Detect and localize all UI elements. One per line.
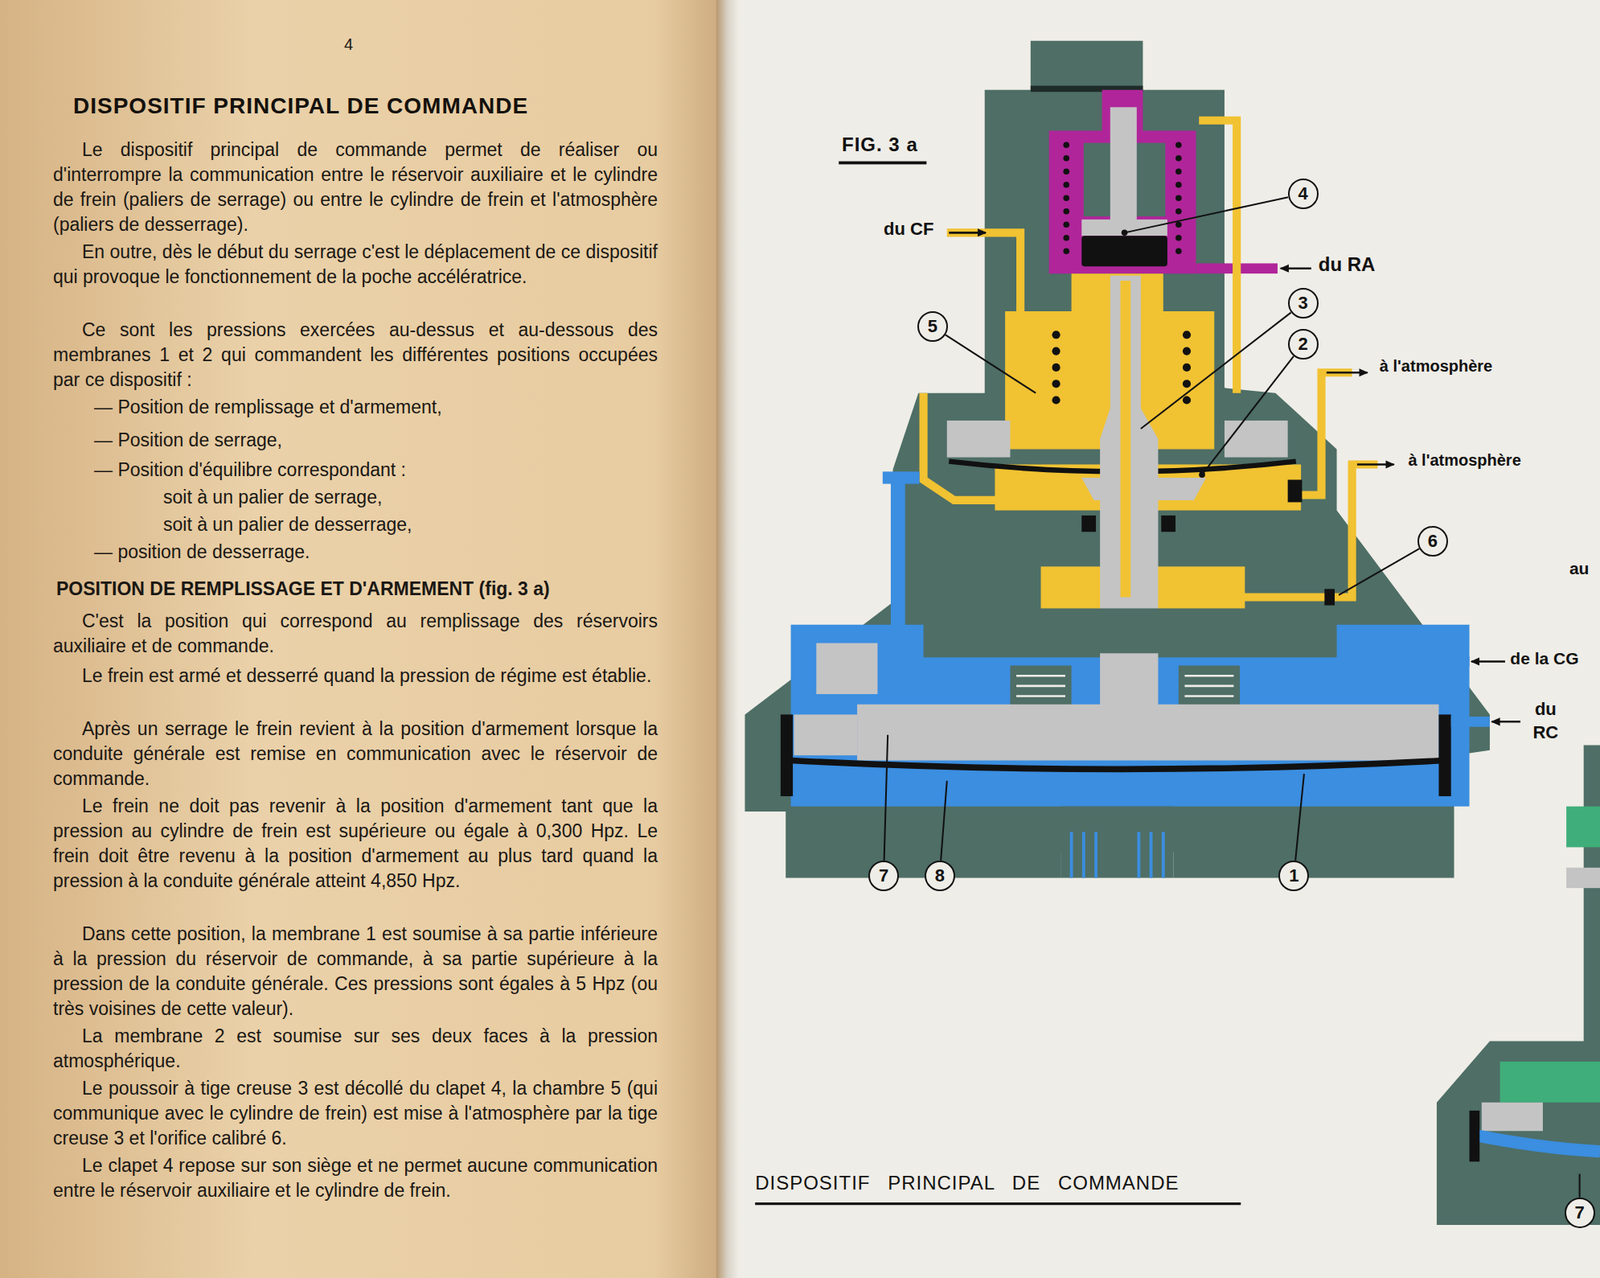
callout-number: 1 — [1278, 860, 1309, 891]
callout-number: 7 — [1564, 1197, 1596, 1228]
body-paragraph: La membrane 2 est soumise sur ses deux f… — [53, 1023, 658, 1074]
body-paragraph: Le clapet 4 repose sur son siège et ne p… — [53, 1152, 658, 1203]
page-number: 4 — [344, 35, 353, 54]
callout-number: 3 — [1288, 287, 1319, 319]
section-heading: POSITION DE REMPLISSAGE ET D'ARMEMENT (f… — [56, 576, 668, 602]
body-paragraph: Le dispositif principal de commande perm… — [53, 137, 658, 238]
list-item: — Position de serrage, — [94, 427, 657, 453]
pipe-label: à l'atmosphère — [1379, 356, 1493, 376]
list-item: — Position d'équilibre correspondant : — [94, 457, 657, 483]
callout-number: 2 — [1288, 328, 1319, 360]
body-paragraph: Le frein ne doit pas revenir à la positi… — [53, 793, 658, 894]
callout-number: 8 — [924, 860, 956, 891]
body-paragraph: C'est la position qui correspond au remp… — [53, 608, 658, 659]
pipe-label: du CF — [883, 218, 934, 240]
figure-caption: DISPOSITIF PRINCIPAL DE COMMANDE — [754, 1171, 1179, 1194]
pipe-label: du RA — [1318, 253, 1376, 276]
callout-number: 5 — [917, 311, 948, 342]
callout-number: 6 — [1417, 525, 1449, 557]
body-paragraph: Le frein est armé et desserré quand la p… — [53, 663, 658, 689]
list-item: soit à un palier de serrage, — [163, 484, 646, 510]
list-item: soit à un palier de desserrage, — [163, 512, 646, 538]
pipe-label: au — [1569, 558, 1590, 579]
figure-number: FIG. 3 a — [841, 133, 919, 156]
body-paragraph: Ce sont les pressions exercées au-dessus… — [53, 317, 658, 393]
pipe-label: de la CG — [1509, 648, 1579, 669]
body-paragraph: Dans cette position, la membrane 1 est s… — [53, 921, 658, 1022]
callout-number: 7 — [868, 860, 899, 891]
body-paragraph: En outre, dès le début du serrage c'est … — [53, 239, 658, 290]
callout-number: 4 — [1288, 178, 1319, 210]
body-paragraph: Après un serrage le frein revient à la p… — [53, 716, 658, 792]
page-heading: DISPOSITIF PRINCIPAL DE COMMANDE — [73, 93, 529, 119]
list-item: — position de desserrage. — [94, 539, 657, 565]
pipe-label: du RC — [1525, 697, 1566, 744]
body-paragraph: Le poussoir à tige creuse 3 est décollé … — [53, 1075, 658, 1151]
pipe-label: à l'atmosphère — [1407, 451, 1521, 470]
list-item: — Position de remplissage et d'armement, — [94, 394, 657, 420]
